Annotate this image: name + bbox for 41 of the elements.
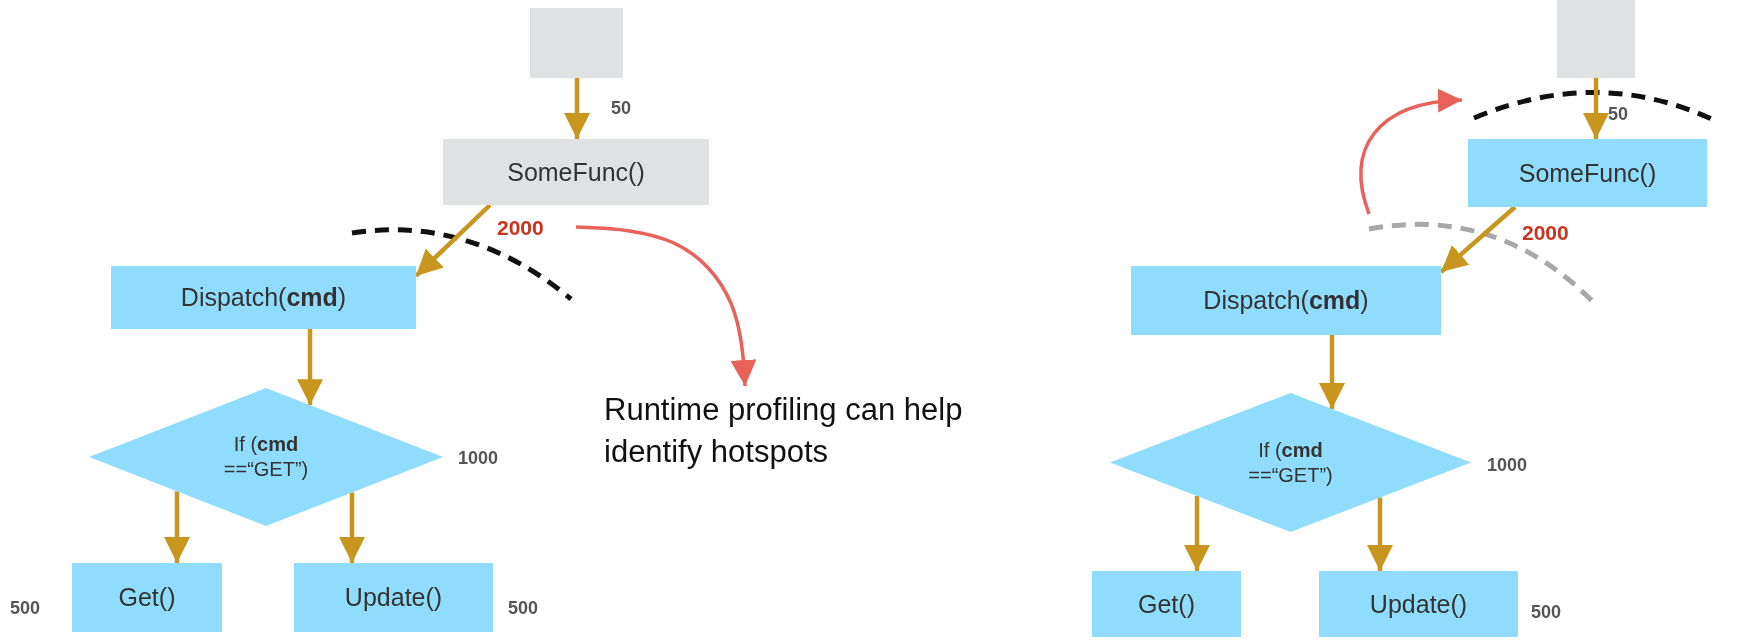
node-label: Update()	[344, 583, 443, 612]
arrow	[1184, 496, 1210, 571]
decision-diamond	[1110, 393, 1471, 532]
process-box	[1468, 139, 1707, 207]
count-label: 1000	[458, 448, 499, 469]
count-label: 1000	[1487, 455, 1528, 476]
arrow	[1583, 78, 1609, 139]
node-label: If (cmd ==“GET”)	[1247, 437, 1334, 488]
process-box	[294, 563, 493, 632]
node-label: SomeFunc()	[507, 157, 645, 187]
node-label: SomeFunc()	[1518, 158, 1657, 188]
arrow	[575, 225, 757, 387]
process-box	[111, 266, 416, 329]
process-box	[443, 139, 709, 205]
node-label: Update()	[1369, 589, 1468, 619]
process-box	[1092, 571, 1241, 637]
arrow	[339, 492, 365, 563]
edge-label: 2000	[1522, 221, 1569, 245]
process-box	[1319, 571, 1518, 637]
count-label: 500	[10, 598, 41, 619]
node-label: Get()	[118, 583, 176, 612]
node-label: Dispatch(cmd)	[1203, 286, 1369, 315]
process-box	[72, 563, 222, 632]
count-label: 500	[1531, 602, 1562, 623]
process-box	[1131, 266, 1441, 335]
arrow	[164, 491, 190, 563]
edge-label: 2000	[497, 216, 544, 240]
decision-diamond	[89, 388, 443, 526]
arrow	[564, 78, 590, 139]
note-text: Runtime profiling can help identify hotspots	[604, 386, 984, 476]
empty-box	[530, 8, 623, 78]
node-label: Dispatch(cmd)	[180, 283, 347, 312]
node-label: Get()	[1138, 589, 1195, 619]
arrow	[1319, 335, 1345, 409]
node-label: If (cmd ==“GET”)	[222, 432, 310, 482]
empty-box	[1557, 0, 1635, 78]
edge-label: 50	[1608, 104, 1629, 125]
edge-label: 50	[611, 98, 632, 119]
arrow	[1367, 497, 1393, 571]
arrow	[297, 329, 323, 406]
count-label: 500	[508, 598, 539, 619]
